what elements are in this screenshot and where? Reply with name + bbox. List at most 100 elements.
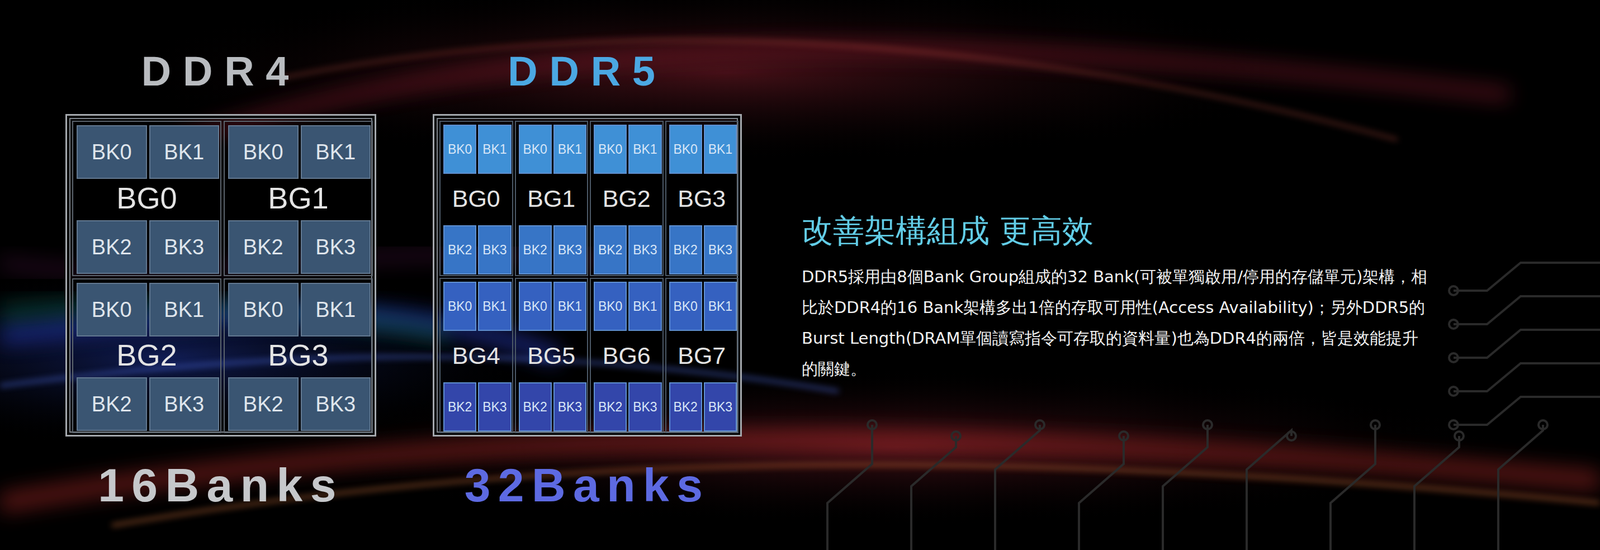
bank-box: BK2 bbox=[518, 382, 552, 432]
bank-box: BK1 bbox=[703, 124, 737, 174]
bank-box: BK0 bbox=[518, 281, 552, 331]
trace-pad bbox=[1035, 420, 1045, 430]
trace-pad bbox=[1203, 420, 1213, 430]
bank-box: BK2 bbox=[228, 377, 299, 432]
bank-box: BK0 bbox=[669, 124, 703, 174]
trace-pad bbox=[1449, 353, 1459, 363]
bank-label: BK3 bbox=[315, 393, 356, 415]
bank-box: BK1 bbox=[149, 282, 220, 337]
trace-pad bbox=[1449, 420, 1459, 430]
bank-box: BK3 bbox=[628, 225, 662, 275]
bank-label: BK0 bbox=[673, 300, 698, 314]
bank-box: BK0 bbox=[228, 125, 299, 179]
bank-label: BK1 bbox=[315, 141, 356, 163]
bank-group: BG3BK0BK1BK2BK3 bbox=[665, 120, 740, 277]
bank-box: BK3 bbox=[553, 225, 587, 275]
trace-pad bbox=[867, 420, 877, 430]
bank-box: BK3 bbox=[477, 225, 511, 275]
bank-box: BK2 bbox=[669, 225, 703, 275]
bank-box: BK3 bbox=[477, 382, 511, 432]
bank-label: BK3 bbox=[163, 393, 205, 415]
bank-box: BK1 bbox=[300, 282, 372, 337]
trace-pad bbox=[1454, 431, 1464, 441]
bank-box: BK3 bbox=[553, 382, 587, 432]
bank-group: BG2BK0BK1BK2BK3 bbox=[589, 120, 664, 277]
bank-group-label: BG4 bbox=[440, 329, 513, 382]
bank-label: BK3 bbox=[632, 400, 657, 414]
bank-box: BK2 bbox=[443, 382, 477, 432]
bank-label: BK3 bbox=[482, 243, 507, 257]
bank-box: BK0 bbox=[76, 125, 148, 179]
circuit-trace bbox=[1453, 396, 1600, 425]
bank-box: BK1 bbox=[628, 124, 662, 174]
bank-box: BK2 bbox=[76, 377, 148, 432]
circuit-trace bbox=[1162, 424, 1208, 550]
bank-label: BK0 bbox=[598, 300, 623, 314]
bank-box: BK0 bbox=[518, 124, 552, 174]
bank-label: BK1 bbox=[708, 143, 733, 156]
bank-box: BK0 bbox=[443, 124, 477, 174]
bank-label: BK2 bbox=[522, 400, 547, 414]
bank-label: BK2 bbox=[673, 400, 698, 414]
bank-group: BG1BK0BK1BK2BK3 bbox=[223, 120, 373, 277]
chip-title: DDR4 bbox=[33, 50, 409, 93]
bank-group: BG1 BK0 BK1BK2 BK3 bbox=[514, 120, 589, 277]
bank-label: BK0 bbox=[447, 143, 472, 156]
bank-box: BK3 bbox=[300, 220, 372, 274]
body-text: DDR5採用由8個Bank Group組成的32 Bank(可被單獨啟用/停用的… bbox=[801, 261, 1434, 385]
bank-group: BG4BK0BK1BK2BK3 bbox=[439, 277, 514, 434]
bank-group: BG7 BK0 BK1BK2 BK3 bbox=[665, 277, 740, 434]
bank-box: BK2 bbox=[443, 225, 477, 275]
circuit-trace bbox=[1453, 363, 1600, 392]
circuit-trace bbox=[1453, 296, 1600, 325]
bank-label: BK1 bbox=[163, 299, 205, 321]
bank-count: 16Banks bbox=[33, 461, 409, 509]
bank-label: BK0 bbox=[243, 141, 284, 163]
bank-label: BK1 bbox=[163, 141, 205, 163]
bank-box: BK2 bbox=[518, 225, 552, 275]
bank-group-label: BG5 bbox=[516, 329, 588, 382]
bank-group: BG6BK0BK1BK2BK3 bbox=[589, 277, 664, 434]
bank-label: BK2 bbox=[91, 393, 132, 415]
bank-group-label: BG0 bbox=[73, 177, 221, 220]
circuit-trace bbox=[1453, 329, 1600, 358]
circuit-trace bbox=[1498, 424, 1543, 550]
bank-label: BK0 bbox=[91, 141, 132, 163]
trace-pad bbox=[1449, 319, 1459, 329]
bank-group-label: BG7 bbox=[666, 329, 738, 382]
trace-pad bbox=[1370, 420, 1380, 430]
bank-box: BK3 bbox=[149, 377, 220, 432]
bank-box: BK1 bbox=[553, 281, 587, 331]
bank-box: BK1 bbox=[477, 124, 511, 174]
bank-label: BK0 bbox=[243, 299, 284, 321]
memory-chip: DDR416BanksBG0BK0BK1BK2BK3BG1BK0BK1BK2BK… bbox=[65, 114, 377, 437]
bank-label: BK2 bbox=[447, 243, 472, 257]
bank-box: BK1 bbox=[553, 124, 587, 174]
circuit-trace bbox=[1330, 424, 1376, 550]
bank-group-label: BG2 bbox=[590, 172, 663, 225]
bank-box: BK1 bbox=[703, 281, 737, 331]
bank-group-label: BG1 bbox=[516, 172, 588, 225]
bank-box: BK2 bbox=[593, 382, 627, 432]
bank-box: BK1 bbox=[628, 281, 662, 331]
bank-label: BK2 bbox=[522, 243, 547, 257]
bank-label: BK3 bbox=[632, 243, 657, 257]
bank-label: BK0 bbox=[673, 143, 698, 156]
bank-label: BK1 bbox=[632, 143, 657, 156]
bank-label: BK3 bbox=[708, 400, 733, 414]
blue-glow bbox=[0, 268, 560, 448]
trace-pad bbox=[1449, 286, 1459, 296]
bank-label: BK2 bbox=[243, 236, 284, 258]
bank-group: BG2BK0BK1BK2BK3 bbox=[72, 278, 222, 434]
bank-label: BK2 bbox=[447, 400, 472, 414]
bank-label: BK0 bbox=[522, 143, 547, 156]
bank-box: BK1 bbox=[300, 125, 372, 179]
bank-group-label: BG3 bbox=[666, 172, 738, 225]
bank-label: BK1 bbox=[557, 143, 582, 156]
bank-label: BK1 bbox=[482, 300, 507, 314]
bank-label: BK3 bbox=[315, 236, 356, 258]
bank-label: BK2 bbox=[598, 400, 623, 414]
bank-label: BK3 bbox=[163, 236, 205, 258]
heading: 改善架構組成 更高效 bbox=[801, 213, 1094, 249]
bank-box: BK2 bbox=[669, 382, 703, 432]
